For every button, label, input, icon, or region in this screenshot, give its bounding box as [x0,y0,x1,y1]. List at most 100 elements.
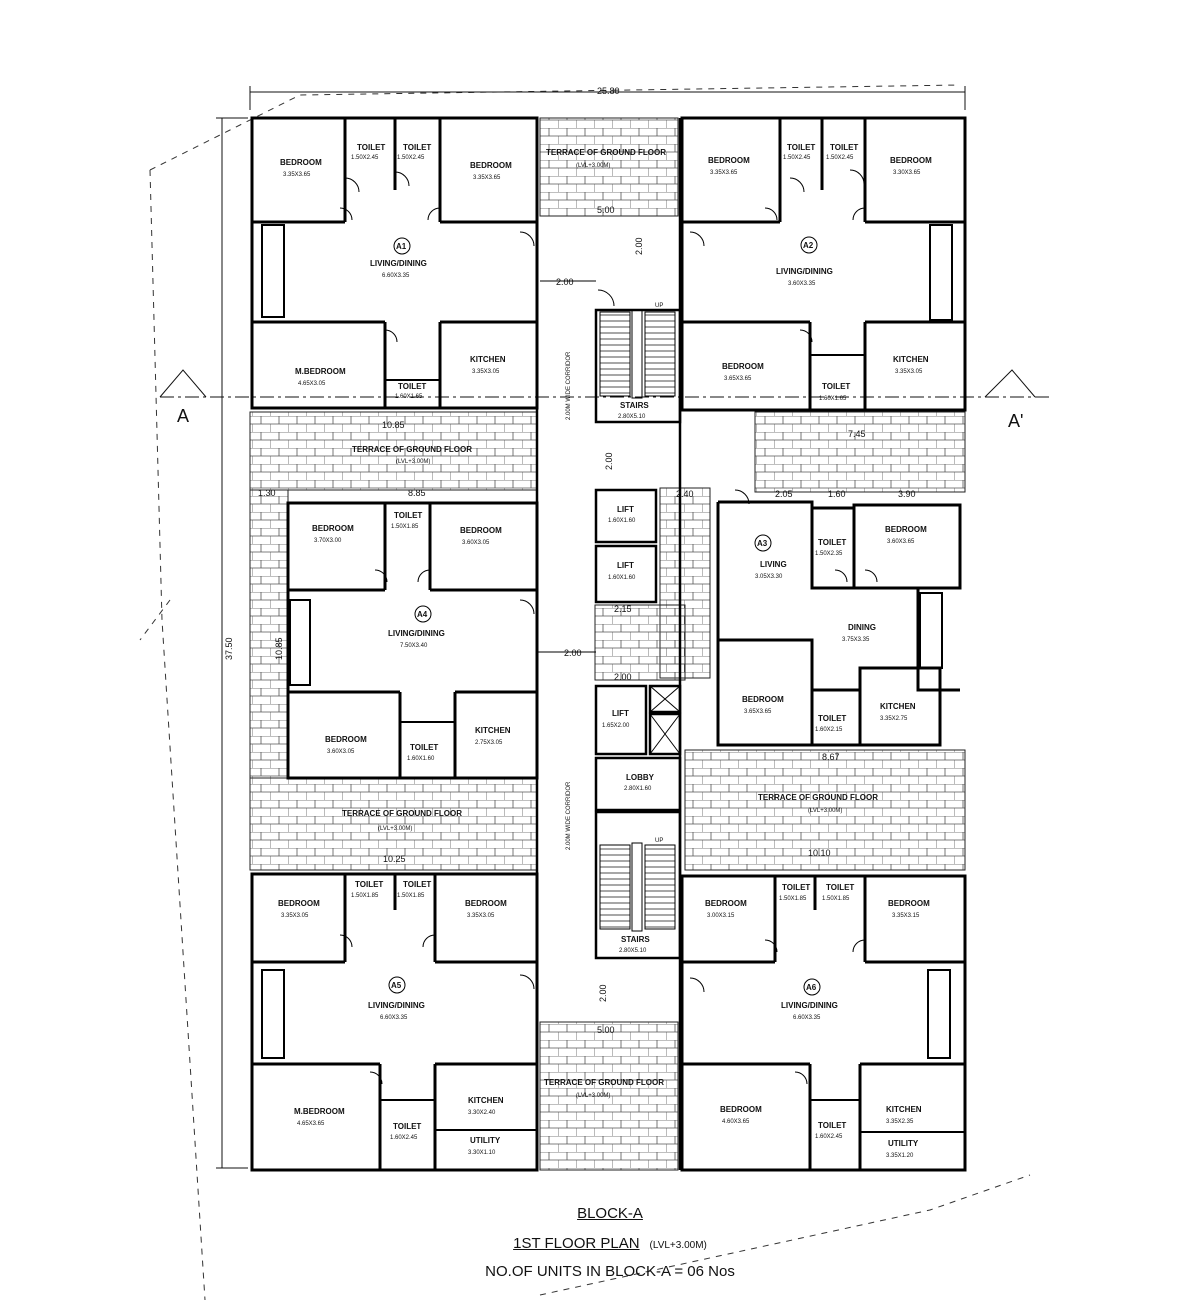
room-dim: 3.35X3.65 [283,172,311,178]
lift-1-label: LIFT [617,505,634,514]
terrace-label-top: TERRACE OF GROUND FLOOR [546,148,666,157]
room-label: TOILET [822,382,850,391]
room-label: KITCHEN [880,702,916,711]
room-label: BEDROOM [885,525,927,534]
room-label: TOILET [403,143,431,152]
terrace-level-top: (LVL+3.00M) [576,163,610,169]
room-label: TOILET [398,382,426,391]
section-line [159,369,1050,398]
room-dim: 3.35X3.05 [472,369,500,375]
room-dim: 3.60X3.05 [327,749,355,755]
stairs-top-dim: 2.80X5.10 [618,414,646,420]
room-dim: 1.50X1.85 [822,896,850,902]
terrace-level-left-low: (LVL+3.00M) [378,826,412,832]
stairs-bottom [594,810,682,960]
room-label: TOILET [782,883,810,892]
terrace-level-left-mid: (LVL+3.00M) [396,459,430,465]
room-dim: 6.60X3.35 [382,273,410,279]
room-dim: 1.50X1.85 [397,893,425,899]
room-dim: 1.50X2.35 [815,551,843,557]
room-dim: 3.35X3.05 [467,913,495,919]
stairs-top-label: STAIRS [620,401,649,410]
unit-tag-a4: A4 [417,610,428,619]
terrace-label-left-mid: TERRACE OF GROUND FLOOR [352,445,472,454]
right-dim-4: 3.90 [898,489,916,499]
room-dim: 1.60X2.15 [815,727,843,733]
core-dim-1: 2.40 [676,489,694,499]
room-dim: 3.00X3.15 [707,913,735,919]
room-dim: 6.60X3.35 [380,1015,408,1021]
unit-a6 [680,874,967,1172]
room-label: LIVING/DINING [388,629,445,638]
unit-a4 [286,501,539,780]
room-label: BEDROOM [888,899,930,908]
unit-a2 [680,116,967,412]
corridor-dim-4: 2.00 [598,984,608,1002]
room-label: BEDROOM [890,156,932,165]
room-dim: 6.60X3.35 [793,1015,821,1021]
lift-3-label: LIFT [612,709,629,718]
site-boundary [139,84,1031,1300]
room-dim: 7.50X3.40 [400,643,428,649]
unit-tag-a3: A3 [757,539,768,548]
room-label: KITCHEN [470,355,506,364]
room-dim: 3.60X3.05 [462,540,490,546]
overall-height-dim: 37.50 [224,637,234,660]
room-label: TOILET [826,883,854,892]
room-dim: 3.35X2.35 [886,1119,914,1125]
room-dim: 3.35X2.75 [880,716,908,722]
floor-plan-title: 1ST FLOOR PLAN(LVL+3.00M) [400,1235,820,1252]
room-dim: 3.70X3.00 [314,538,342,544]
room-label: BEDROOM [742,695,784,704]
block-title: BLOCK-A [577,1205,643,1222]
room-dim: 2.75X3.05 [475,740,503,746]
room-label: LIVING [760,560,787,569]
room-dim: 3.65X3.65 [744,709,772,715]
room-label: M.BEDROOM [295,367,346,376]
room-label: TOILET [818,714,846,723]
room-label: BEDROOM [470,161,512,170]
right-dim-1: 7.45 [848,429,866,439]
room-label: TOILET [394,511,422,520]
room-label: TOILET [787,143,815,152]
section-label-right: A' [1008,411,1023,431]
room-dim: 3.35X3.65 [710,170,738,176]
room-label: KITCHEN [893,355,929,364]
stairs-top-up: UP [655,303,663,309]
room-dim: 1.50X2.45 [351,155,379,161]
terrace-level-right-low: (LVL+3.00M) [808,808,842,814]
room-dim: 1.50X2.45 [783,155,811,161]
room-dim: 4.65X3.65 [297,1121,325,1127]
room-dim: 3.35X3.05 [281,913,309,919]
lift-2-dim: 1.60X1.60 [608,575,636,581]
room-dim: 1.60X2.45 [390,1135,418,1141]
room-dim: 1.60X2.45 [815,1134,843,1140]
room-dim: 1.50X1.85 [351,893,379,899]
room-label: LIVING/DINING [781,1001,838,1010]
room-label: TOILET [410,743,438,752]
right-dim-5: 8.67 [822,752,840,762]
room-label: LIVING/DINING [370,259,427,268]
right-dim-2: 2.05 [775,489,793,499]
right-dim-6: 10.10 [808,848,831,858]
corridor-dim-2: 2.00 [556,277,574,287]
left-dim-1: 10.85 [382,420,405,430]
unit-tag-a1: A1 [396,242,407,251]
room-dim: 3.75X3.35 [842,637,870,643]
unit-tag-circle-a4 [414,605,432,623]
left-dim-5: 10.85 [274,637,284,660]
terrace-width-top: 5.00 [597,205,615,215]
terrace-label-bottom: TERRACE OF GROUND FLOOR [544,1078,664,1087]
room-dim: 3.65X3.65 [724,376,752,382]
floor-plan-name: 1ST FLOOR PLAN [513,1235,640,1252]
room-label: TOILET [355,880,383,889]
unit-tag-circle-a1 [393,237,411,255]
room-label: M.BEDROOM [294,1107,345,1116]
corridor-label-top: 2.00M WIDE CORRIDOR [566,351,572,420]
corridor-dim-1: 2.00 [634,237,644,255]
room-dim: 1.50X2.45 [826,155,854,161]
room-dim: 3.35X3.15 [892,913,920,919]
room-label: BEDROOM [280,158,322,167]
room-label: TOILET [357,143,385,152]
